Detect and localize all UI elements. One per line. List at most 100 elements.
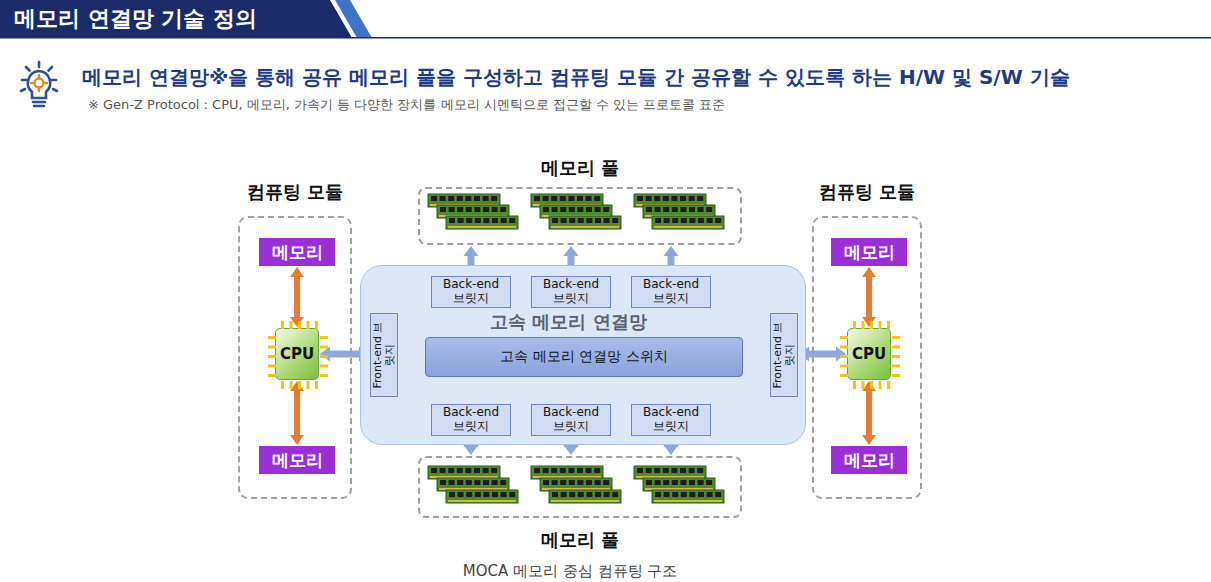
module-box: 컴퓨팅 모듈메모리CPU메모리 (238, 216, 352, 499)
bridge-label: Back-end 브릿지 (439, 278, 503, 306)
pool-bottom-box: 메모리 풀 (418, 456, 742, 518)
arrow-head (663, 246, 678, 256)
mem-box: 메모리 (831, 238, 907, 266)
connector (290, 267, 304, 327)
pin (320, 355, 328, 358)
dimm-chip (603, 207, 609, 212)
region-label: 고속 메모리 연결망 (487, 310, 650, 334)
dimm-chip (603, 480, 609, 485)
dimm-chip (457, 480, 463, 485)
dimm-contacts (654, 500, 722, 502)
dimm-board (437, 478, 509, 491)
dimm-chip (492, 207, 498, 212)
dimm-chip (449, 492, 455, 497)
pin (862, 381, 865, 389)
dimm-chip (586, 468, 592, 473)
pool-top-label: 메모리 풀 (420, 156, 740, 180)
dimm-chip (706, 207, 712, 212)
dimm-chip (552, 218, 558, 223)
dimm-chip (577, 480, 583, 485)
pin (320, 365, 328, 368)
dimm-chip (466, 492, 472, 497)
dimm-chip (440, 468, 446, 473)
dimm-chip (578, 492, 584, 497)
connector-line (866, 276, 872, 318)
pin (268, 346, 276, 349)
dimm-chip (569, 218, 575, 223)
dimm-chip (664, 492, 670, 497)
mem-box: 메모리 (259, 446, 335, 474)
dimm-chip (577, 196, 583, 201)
dimm-chip (671, 196, 677, 201)
dimm-chip (500, 207, 506, 212)
dimm-chip (594, 196, 600, 201)
dimm-contacts (448, 226, 516, 228)
dimm-chip (681, 218, 687, 223)
dimm-chip (552, 207, 558, 212)
dimm-chip (689, 492, 695, 497)
dimm-chip (560, 480, 566, 485)
pin (870, 321, 873, 329)
connector (290, 381, 304, 445)
dimm-chip (578, 218, 584, 223)
dimm-chip (552, 492, 558, 497)
pin (853, 381, 856, 389)
connector (862, 381, 876, 445)
definition-text: 메모리 연결망※을 통해 공유 메모리 풀을 구성하고 컴퓨팅 모듈 간 공유할… (82, 64, 1070, 91)
connector-line (866, 390, 872, 436)
dimm-chip (698, 492, 704, 497)
mem-label: 메모리 (272, 241, 323, 264)
dimm-chip (466, 480, 472, 485)
dimm-chip (458, 492, 464, 497)
pin (887, 321, 890, 329)
dimm-illustration (420, 458, 740, 516)
dimm-chip (655, 492, 661, 497)
dimm-chip (560, 468, 566, 473)
pin (879, 321, 882, 329)
dimm-chip (551, 196, 557, 201)
mem-label: 메모리 (272, 449, 323, 472)
dimm-chip (483, 196, 489, 201)
pin (887, 381, 890, 389)
dimm-chip (543, 207, 549, 212)
dimm-chip (663, 468, 669, 473)
pin (853, 321, 856, 329)
header-stripe (335, 0, 372, 38)
pin (320, 336, 328, 339)
pin (307, 381, 310, 389)
dimm-chip (483, 480, 489, 485)
module-label: 컴퓨팅 모듈 (784, 180, 950, 204)
dimm-chip (483, 492, 489, 497)
dimm-chip (568, 196, 574, 201)
dimm-chip (475, 492, 481, 497)
connector-line (294, 276, 300, 318)
dimm-chip (474, 196, 480, 201)
dimm-chip (586, 196, 592, 201)
pin (892, 346, 900, 349)
dimm-chip (646, 468, 652, 473)
dimm-chip (568, 468, 574, 473)
header-rule (0, 37, 1211, 39)
pin (268, 365, 276, 368)
dimm-chip (646, 207, 652, 212)
bridge-label: Back-end 브릿지 (539, 406, 603, 434)
dimm-contacts (448, 500, 516, 502)
dimm-chip (604, 492, 610, 497)
dimm-chip (680, 468, 686, 473)
dimm-chip (561, 492, 567, 497)
cpu-box: CPU (847, 328, 891, 380)
pin (315, 321, 318, 329)
dimm-chip (560, 196, 566, 201)
module-box: 컴퓨팅 모듈메모리CPU메모리 (812, 216, 922, 499)
dimm-chip (595, 218, 601, 223)
dimm-chip (560, 207, 566, 212)
header-bar (0, 0, 352, 38)
bridge-label: Back-end 브릿지 (639, 406, 703, 434)
dimm-chip (491, 196, 497, 201)
dimm-chip (595, 480, 601, 485)
bridge-box: Back-end 브릿지 (431, 404, 511, 436)
dimm-chip (646, 480, 652, 485)
dimm-chip (492, 480, 498, 485)
pin (307, 321, 310, 329)
arrow-head (290, 435, 304, 445)
